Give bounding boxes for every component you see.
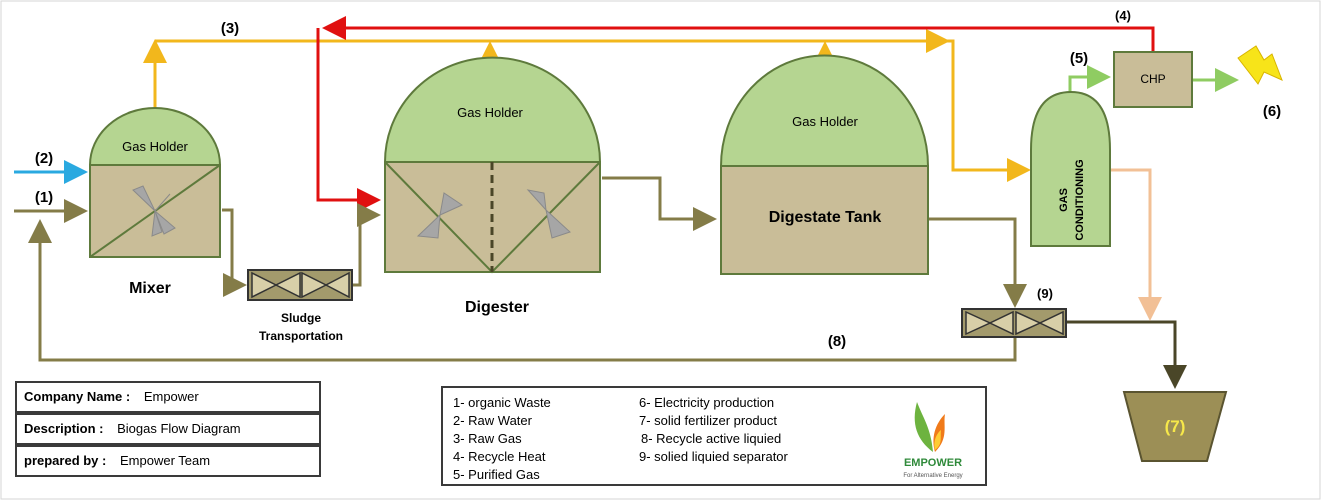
digester: Gas Holder <box>383 56 602 274</box>
digester-label: Digester <box>465 299 529 316</box>
mixer-label: Mixer <box>129 280 171 297</box>
stream-number-4: (4) <box>1115 8 1131 23</box>
stream-number-1: (1) <box>35 189 53 206</box>
solid-liquid-separator <box>961 308 1067 338</box>
legend-item: 2- Raw Water <box>453 413 532 428</box>
mixer-gas-holder-label: Gas Holder <box>122 139 188 154</box>
legend-item: 1- organic Waste <box>453 395 551 410</box>
gas-conditioning-unit: GAS CONDITIONING <box>1030 90 1111 247</box>
legend-item: 5- Purified Gas <box>453 467 540 482</box>
chp-unit: CHP <box>1113 51 1193 108</box>
digestate-tank-body <box>720 165 929 275</box>
legend-item: 8- Recycle active liquied <box>641 431 782 446</box>
legend-item: 4- Recycle Heat <box>453 449 546 464</box>
digestate-tank-label: Digestate Tank <box>769 209 882 226</box>
chp-label: CHP <box>1140 72 1165 86</box>
legend-item: 3- Raw Gas <box>453 431 522 446</box>
legend-item: 9- solied liquied separator <box>639 449 788 464</box>
prepared-by-value: Empower Team <box>119 453 211 468</box>
digestate-gas-holder-label: Gas Holder <box>792 114 858 129</box>
purified-gas-line <box>1068 65 1239 92</box>
company-name-value: Empower <box>143 389 199 404</box>
description-key: Description : <box>24 421 104 436</box>
company-name-box: Company Name : Empower <box>15 381 321 413</box>
digestate-gas-holder <box>719 54 930 167</box>
prepared-by-box: prepared by : Empower Team <box>15 445 321 477</box>
stream-number-3: (3) <box>221 20 239 37</box>
digester-agitator-right-icon <box>526 189 571 239</box>
gas-conditioning-label-2: CONDITIONING <box>1074 159 1086 240</box>
stream-number-6: (6) <box>1263 103 1281 120</box>
stream-number-8: (8) <box>828 333 846 350</box>
recycle-heat-line <box>316 16 1155 212</box>
digester-gas-holder <box>383 56 602 163</box>
mixer: Gas Holder <box>88 107 222 258</box>
legend-item: 6- Electricity production <box>639 395 775 410</box>
gas-conditioning-label-1: GAS <box>1058 188 1070 212</box>
stream-number-9: (9) <box>1037 286 1053 301</box>
leaf-icon <box>914 402 933 452</box>
description-box: Description : Biogas Flow Diagram <box>15 413 321 445</box>
legend-item: 7- solid fertilizer product <box>639 413 777 428</box>
electricity-bolt-icon <box>1237 45 1283 85</box>
sludge-label-2: Transportation <box>259 329 343 343</box>
stream-number-5: (5) <box>1070 50 1088 67</box>
recycle-liquid-line <box>28 219 1017 362</box>
legend-box: 1- organic Waste 2- Raw Water 3- Raw Gas… <box>441 386 987 486</box>
stream-number-2: (2) <box>35 150 53 167</box>
conditioning-residue-line <box>1110 168 1162 321</box>
fertilizer-bin: (7) <box>1122 391 1228 462</box>
digestate-tank: Gas Holder Digestate Tank <box>719 54 930 275</box>
sludge-label-1: Sludge <box>281 311 321 325</box>
description-value: Biogas Flow Diagram <box>117 421 241 436</box>
sludge-lines <box>222 176 1027 308</box>
sludge-conveyor <box>247 269 353 301</box>
mixer-gas-holder <box>88 107 222 166</box>
mixer-agitator-icon <box>132 185 176 237</box>
prepared-by-key: prepared by : <box>24 453 107 468</box>
fertilizer-label: (7) <box>1165 417 1186 436</box>
digester-agitator-left-icon <box>416 192 464 239</box>
digester-gas-holder-label: Gas Holder <box>457 105 523 120</box>
empower-logo: EMPOWER For Alternative Energy <box>903 402 963 479</box>
logo-name: EMPOWER <box>904 457 962 469</box>
logo-tagline: For Alternative Energy <box>903 473 962 479</box>
company-name-key: Company Name : <box>24 389 131 404</box>
fertilizer-line <box>1066 320 1187 389</box>
